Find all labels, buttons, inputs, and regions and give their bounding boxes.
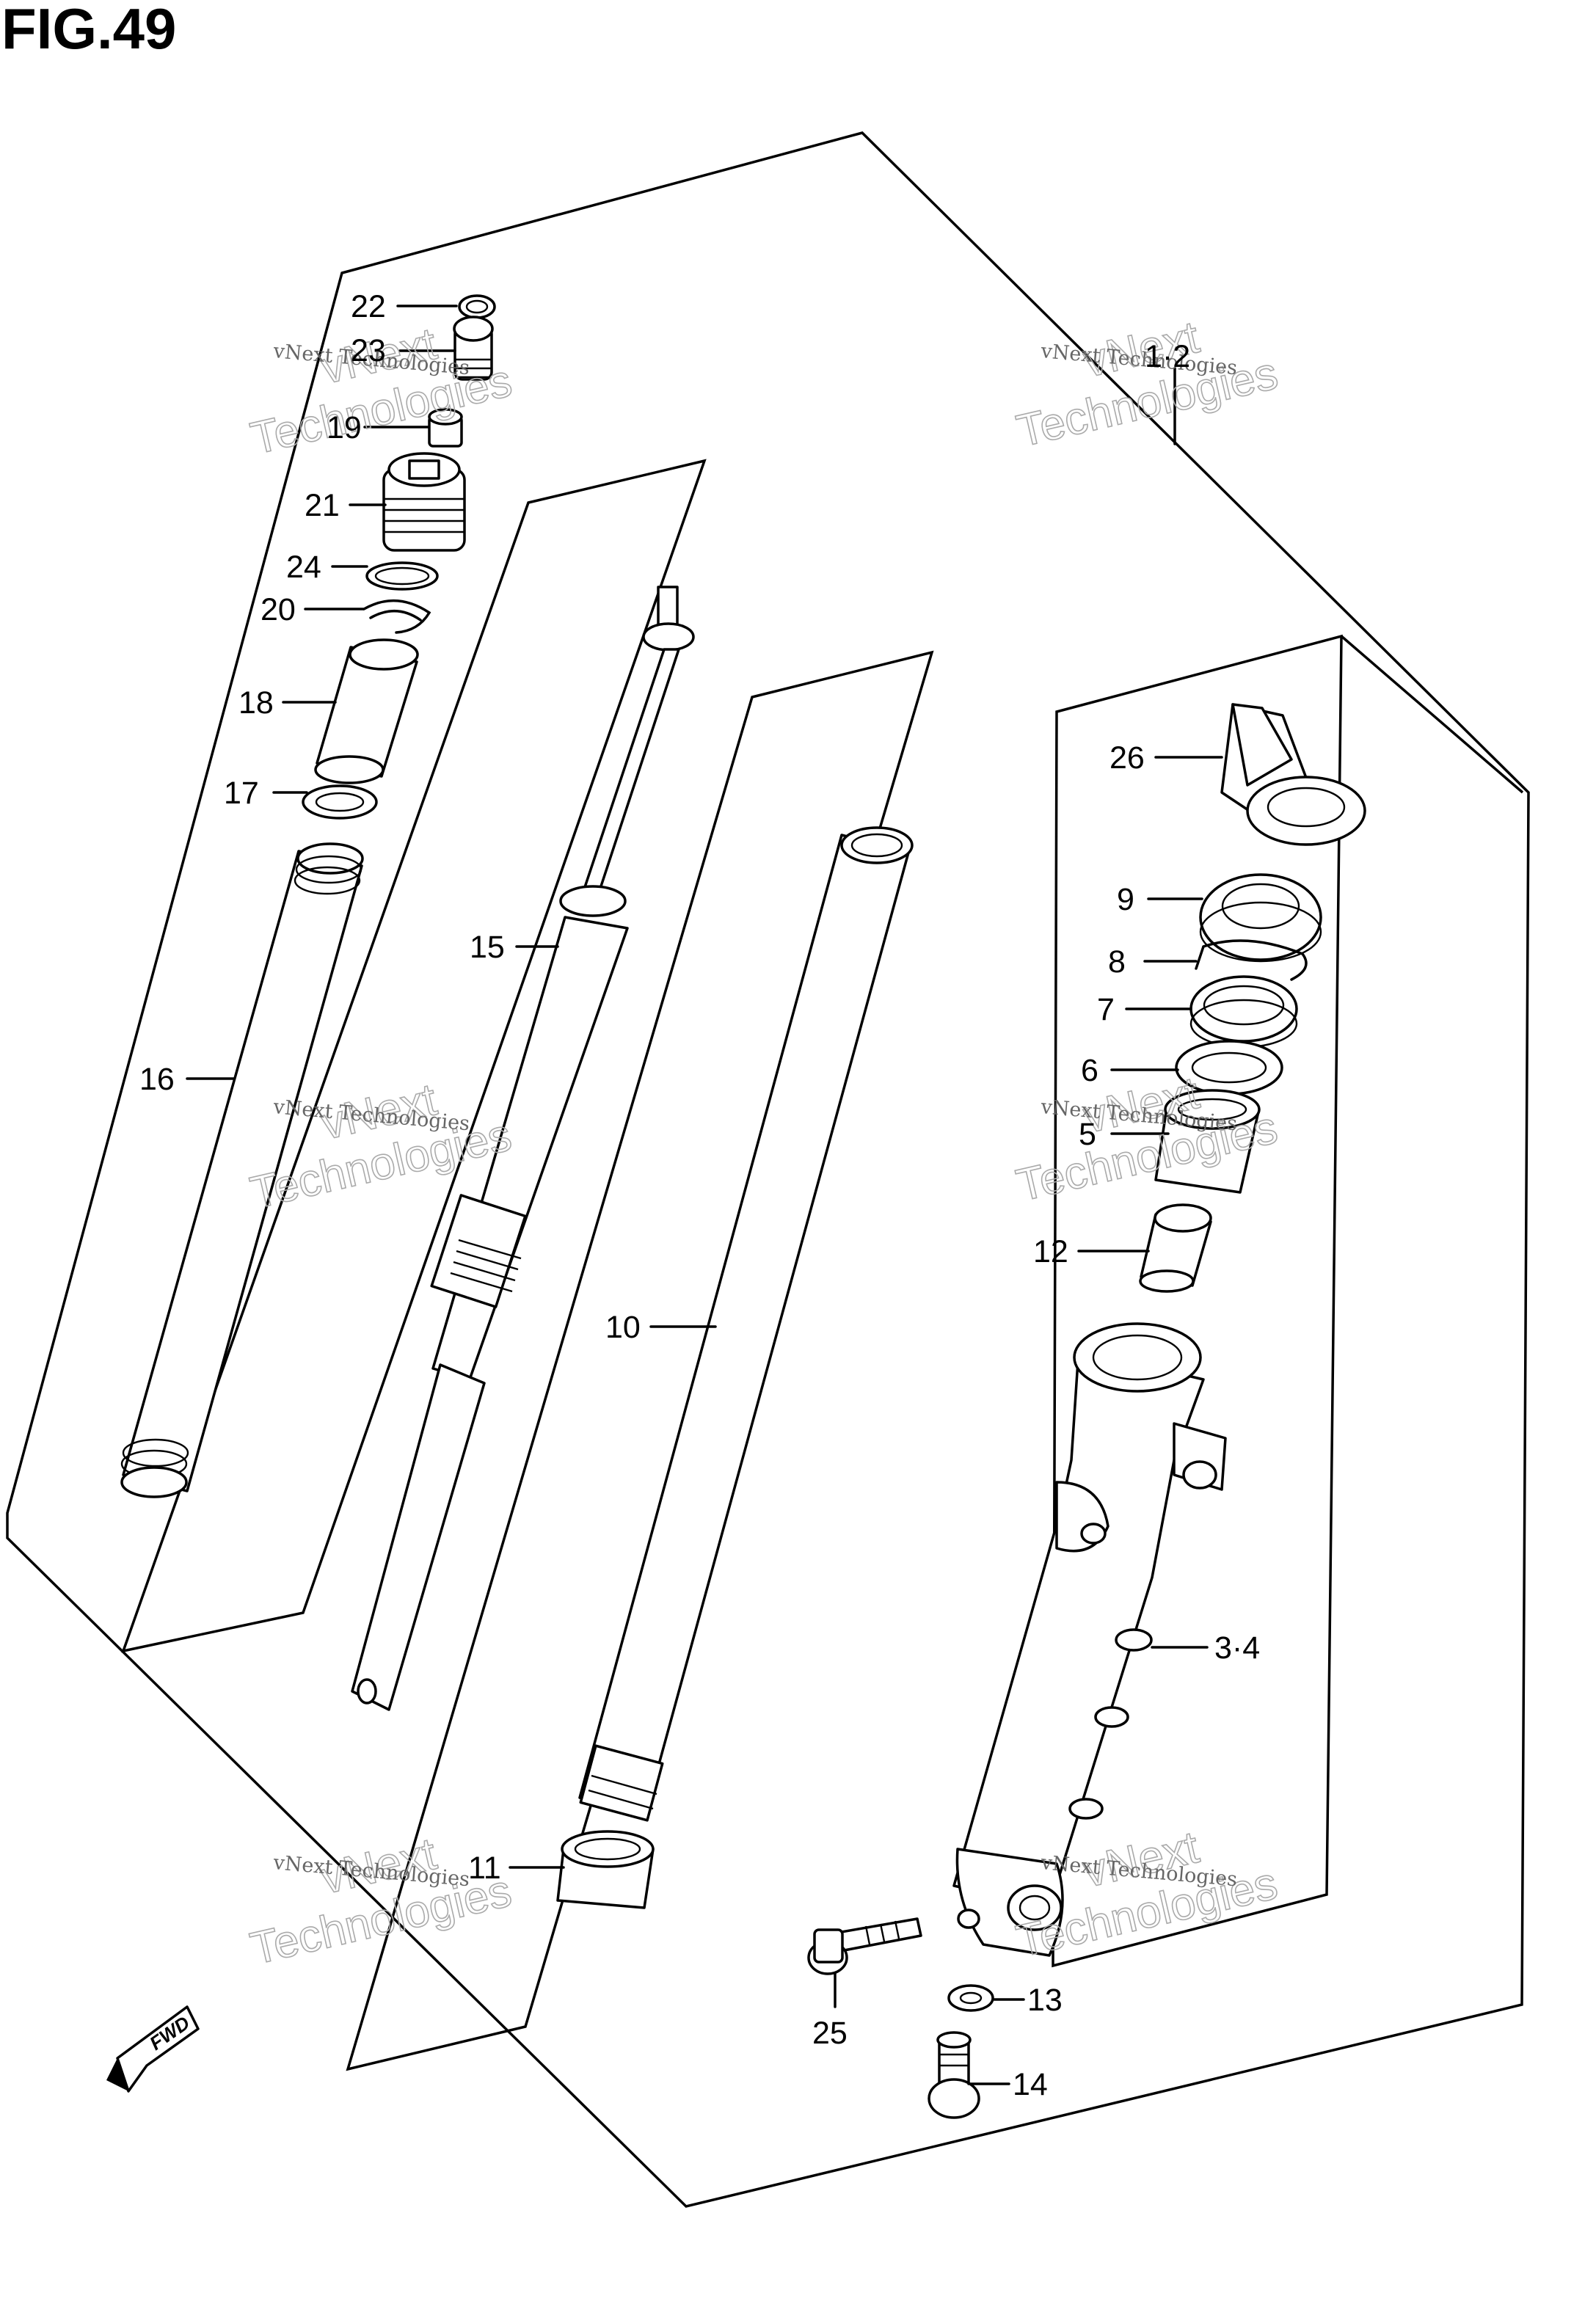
part-11-bushing xyxy=(556,1830,655,1909)
part-5-bushing xyxy=(1154,1089,1261,1194)
callout-13: 13 xyxy=(1027,1983,1063,2018)
callout-5: 5 xyxy=(1079,1117,1096,1152)
callout-11: 11 xyxy=(468,1851,501,1886)
callout-19: 19 xyxy=(327,410,362,445)
callout-10: 10 xyxy=(605,1310,641,1345)
callout-3-4: 3·4 xyxy=(1214,1630,1260,1666)
callout-1-2: 1·2 xyxy=(1145,339,1190,374)
part-13-gasket xyxy=(947,1984,994,2012)
part-24-o-ring xyxy=(365,561,439,591)
callout-24: 24 xyxy=(286,550,321,585)
part-3-4-outer-tube xyxy=(952,1322,1227,1957)
callout-23: 23 xyxy=(351,333,386,368)
callout-21: 21 xyxy=(305,488,340,523)
callout-15: 15 xyxy=(470,930,505,965)
part-26-cover xyxy=(1220,703,1366,846)
fwd-arrow: FWD xyxy=(106,2005,200,2093)
part-7-oil-seal xyxy=(1189,975,1298,1049)
callout-25: 25 xyxy=(812,2016,848,2051)
part-16-fork-spring xyxy=(120,842,364,1498)
part-12-oil-lock-piece xyxy=(1139,1203,1212,1293)
callout-16: 16 xyxy=(139,1062,175,1097)
part-8-stopper-ring xyxy=(1195,939,1308,981)
part-9-dust-seal xyxy=(1199,873,1322,963)
outer-frame xyxy=(6,131,1530,2208)
part-23-adjuster xyxy=(453,316,494,381)
part-21-cap-bolt xyxy=(382,452,466,552)
watermark-top-right: Technologies vNext xyxy=(1012,311,1283,457)
callout-8: 8 xyxy=(1108,944,1126,980)
callout-labels: 22 23 19 21 24 20 18 17 16 15 10 11 1·2 … xyxy=(139,289,1260,2102)
part-15-damper-rod xyxy=(351,586,695,1711)
callout-7: 7 xyxy=(1097,992,1115,1027)
callout-22: 22 xyxy=(351,289,386,324)
callout-6: 6 xyxy=(1081,1053,1098,1088)
part-25-pinch-bolt xyxy=(807,1917,922,1975)
part-17-washer xyxy=(302,784,378,820)
callout-9: 9 xyxy=(1117,882,1134,917)
callout-18: 18 xyxy=(238,685,274,721)
part-18-spacer xyxy=(314,638,419,784)
callout-17: 17 xyxy=(224,776,259,811)
panel-cover-plate xyxy=(1340,635,1524,794)
part-10-inner-tube xyxy=(578,826,914,1822)
panel-damper-rod xyxy=(346,650,934,2071)
part-14-drain-bolt xyxy=(928,2031,980,2119)
callout-20: 20 xyxy=(260,592,296,627)
figure-title: FIG.49 xyxy=(1,0,177,61)
part-22-o-ring xyxy=(458,294,496,319)
leader-lines xyxy=(186,305,1223,2085)
part-20-circlip xyxy=(362,599,431,634)
callout-12: 12 xyxy=(1033,1234,1068,1269)
callout-14: 14 xyxy=(1013,2067,1048,2102)
part-19-collar xyxy=(428,408,463,448)
panel-spring xyxy=(121,459,707,1653)
callout-26: 26 xyxy=(1109,740,1145,776)
watermark-bottom-left: Technologies vNext xyxy=(245,1828,517,1975)
